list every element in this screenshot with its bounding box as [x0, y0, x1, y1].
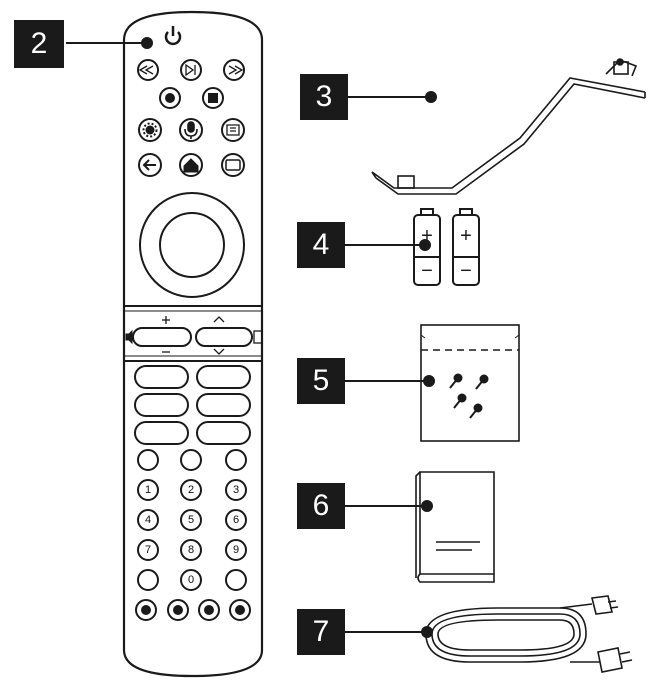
list-button: [137, 569, 159, 591]
app-button-5: [134, 421, 189, 445]
number-label-7: 7: [145, 544, 151, 556]
number-button-2: [180, 479, 202, 501]
callout-5: 5: [297, 358, 345, 404]
number-label-1: 1: [145, 484, 151, 496]
home-button: [179, 153, 203, 177]
callout-7: 7: [297, 609, 345, 655]
number-label-4: 4: [145, 514, 151, 526]
battery-2-plus: +: [460, 225, 472, 247]
number-label-8: 8: [188, 544, 194, 556]
screw-bag: [420, 324, 520, 442]
keypad-labels: 1 2 3 4 5 6 7 8 9 0: [145, 484, 239, 586]
rewind-button: [137, 59, 159, 81]
app-button-4: [196, 393, 251, 417]
callout-4: 4: [297, 222, 345, 268]
channel-list-icon: [253, 330, 263, 344]
number-pad: [137, 479, 247, 591]
ok-button: [159, 212, 225, 278]
voice-button: [179, 118, 203, 142]
number-button-8: [180, 539, 202, 561]
speaker-icon: [125, 329, 133, 345]
play-pause-icon: [185, 63, 196, 77]
input-button: [221, 118, 245, 142]
number-button-0: [180, 569, 202, 591]
record-icon: [165, 93, 175, 103]
number-button-3: [225, 479, 247, 501]
back-button: [138, 153, 162, 177]
number-label-3: 3: [233, 484, 239, 496]
record-button: [159, 87, 181, 109]
battery-2-minus: −: [460, 260, 472, 282]
color-button-yellow: [198, 599, 220, 621]
number-button-7: [137, 539, 159, 561]
play-pause-button: [180, 59, 202, 81]
callout-6: 6: [297, 483, 345, 529]
user-manual: [415, 471, 495, 583]
guide-icon: [225, 159, 241, 171]
stop-icon: [208, 93, 218, 103]
quick-access-button: [225, 569, 247, 591]
guide-button: [221, 153, 245, 177]
back-arrow-icon: [142, 159, 156, 171]
rewind-icon: [138, 65, 154, 75]
number-button-5: [180, 509, 202, 531]
channel-rocker: [195, 327, 253, 347]
gear-icon: [142, 122, 158, 138]
battery-1-minus: −: [421, 260, 433, 282]
power-cable: [425, 595, 633, 673]
stop-button: [202, 87, 224, 109]
app-button-3: [134, 393, 189, 417]
screws: [449, 373, 489, 419]
stand-bracket: [371, 58, 646, 195]
fast-forward-button: [223, 59, 245, 81]
settings-button: [138, 118, 162, 142]
number-label-0: 0: [188, 574, 194, 586]
callout-3: 3: [300, 74, 348, 120]
number-label-5: 5: [188, 514, 194, 526]
color-button-red: [135, 599, 157, 621]
app-button-1: [134, 365, 189, 389]
power-icon: [164, 26, 182, 46]
volume-rocker: [132, 327, 192, 347]
wall-plug: [597, 647, 633, 673]
app-button-6: [196, 421, 251, 445]
batteries: [413, 208, 480, 286]
number-label-6: 6: [233, 514, 239, 526]
number-label-9: 9: [233, 544, 239, 556]
number-button-1: [137, 479, 159, 501]
subtitle-button: [225, 449, 247, 471]
number-button-4: [137, 509, 159, 531]
number-button-9: [225, 539, 247, 561]
number-label-2: 2: [188, 484, 194, 496]
number-button-6: [225, 509, 247, 531]
fast-forward-icon: [228, 65, 244, 75]
callout-2: 2: [14, 20, 64, 68]
appliance-plug: [591, 595, 619, 615]
info-button: [137, 449, 159, 471]
app-button-2: [196, 365, 251, 389]
color-button-green: [167, 599, 189, 621]
remote-control: [122, 10, 264, 678]
battery-polarity: + − + −: [421, 225, 472, 282]
home-icon: [183, 158, 199, 173]
input-icon: [226, 124, 240, 136]
microphone-icon: [184, 121, 198, 139]
color-button-blue: [229, 599, 251, 621]
battery-1-plus: +: [421, 225, 433, 247]
navigation-ring: [139, 192, 245, 298]
mute-button: [180, 449, 202, 471]
